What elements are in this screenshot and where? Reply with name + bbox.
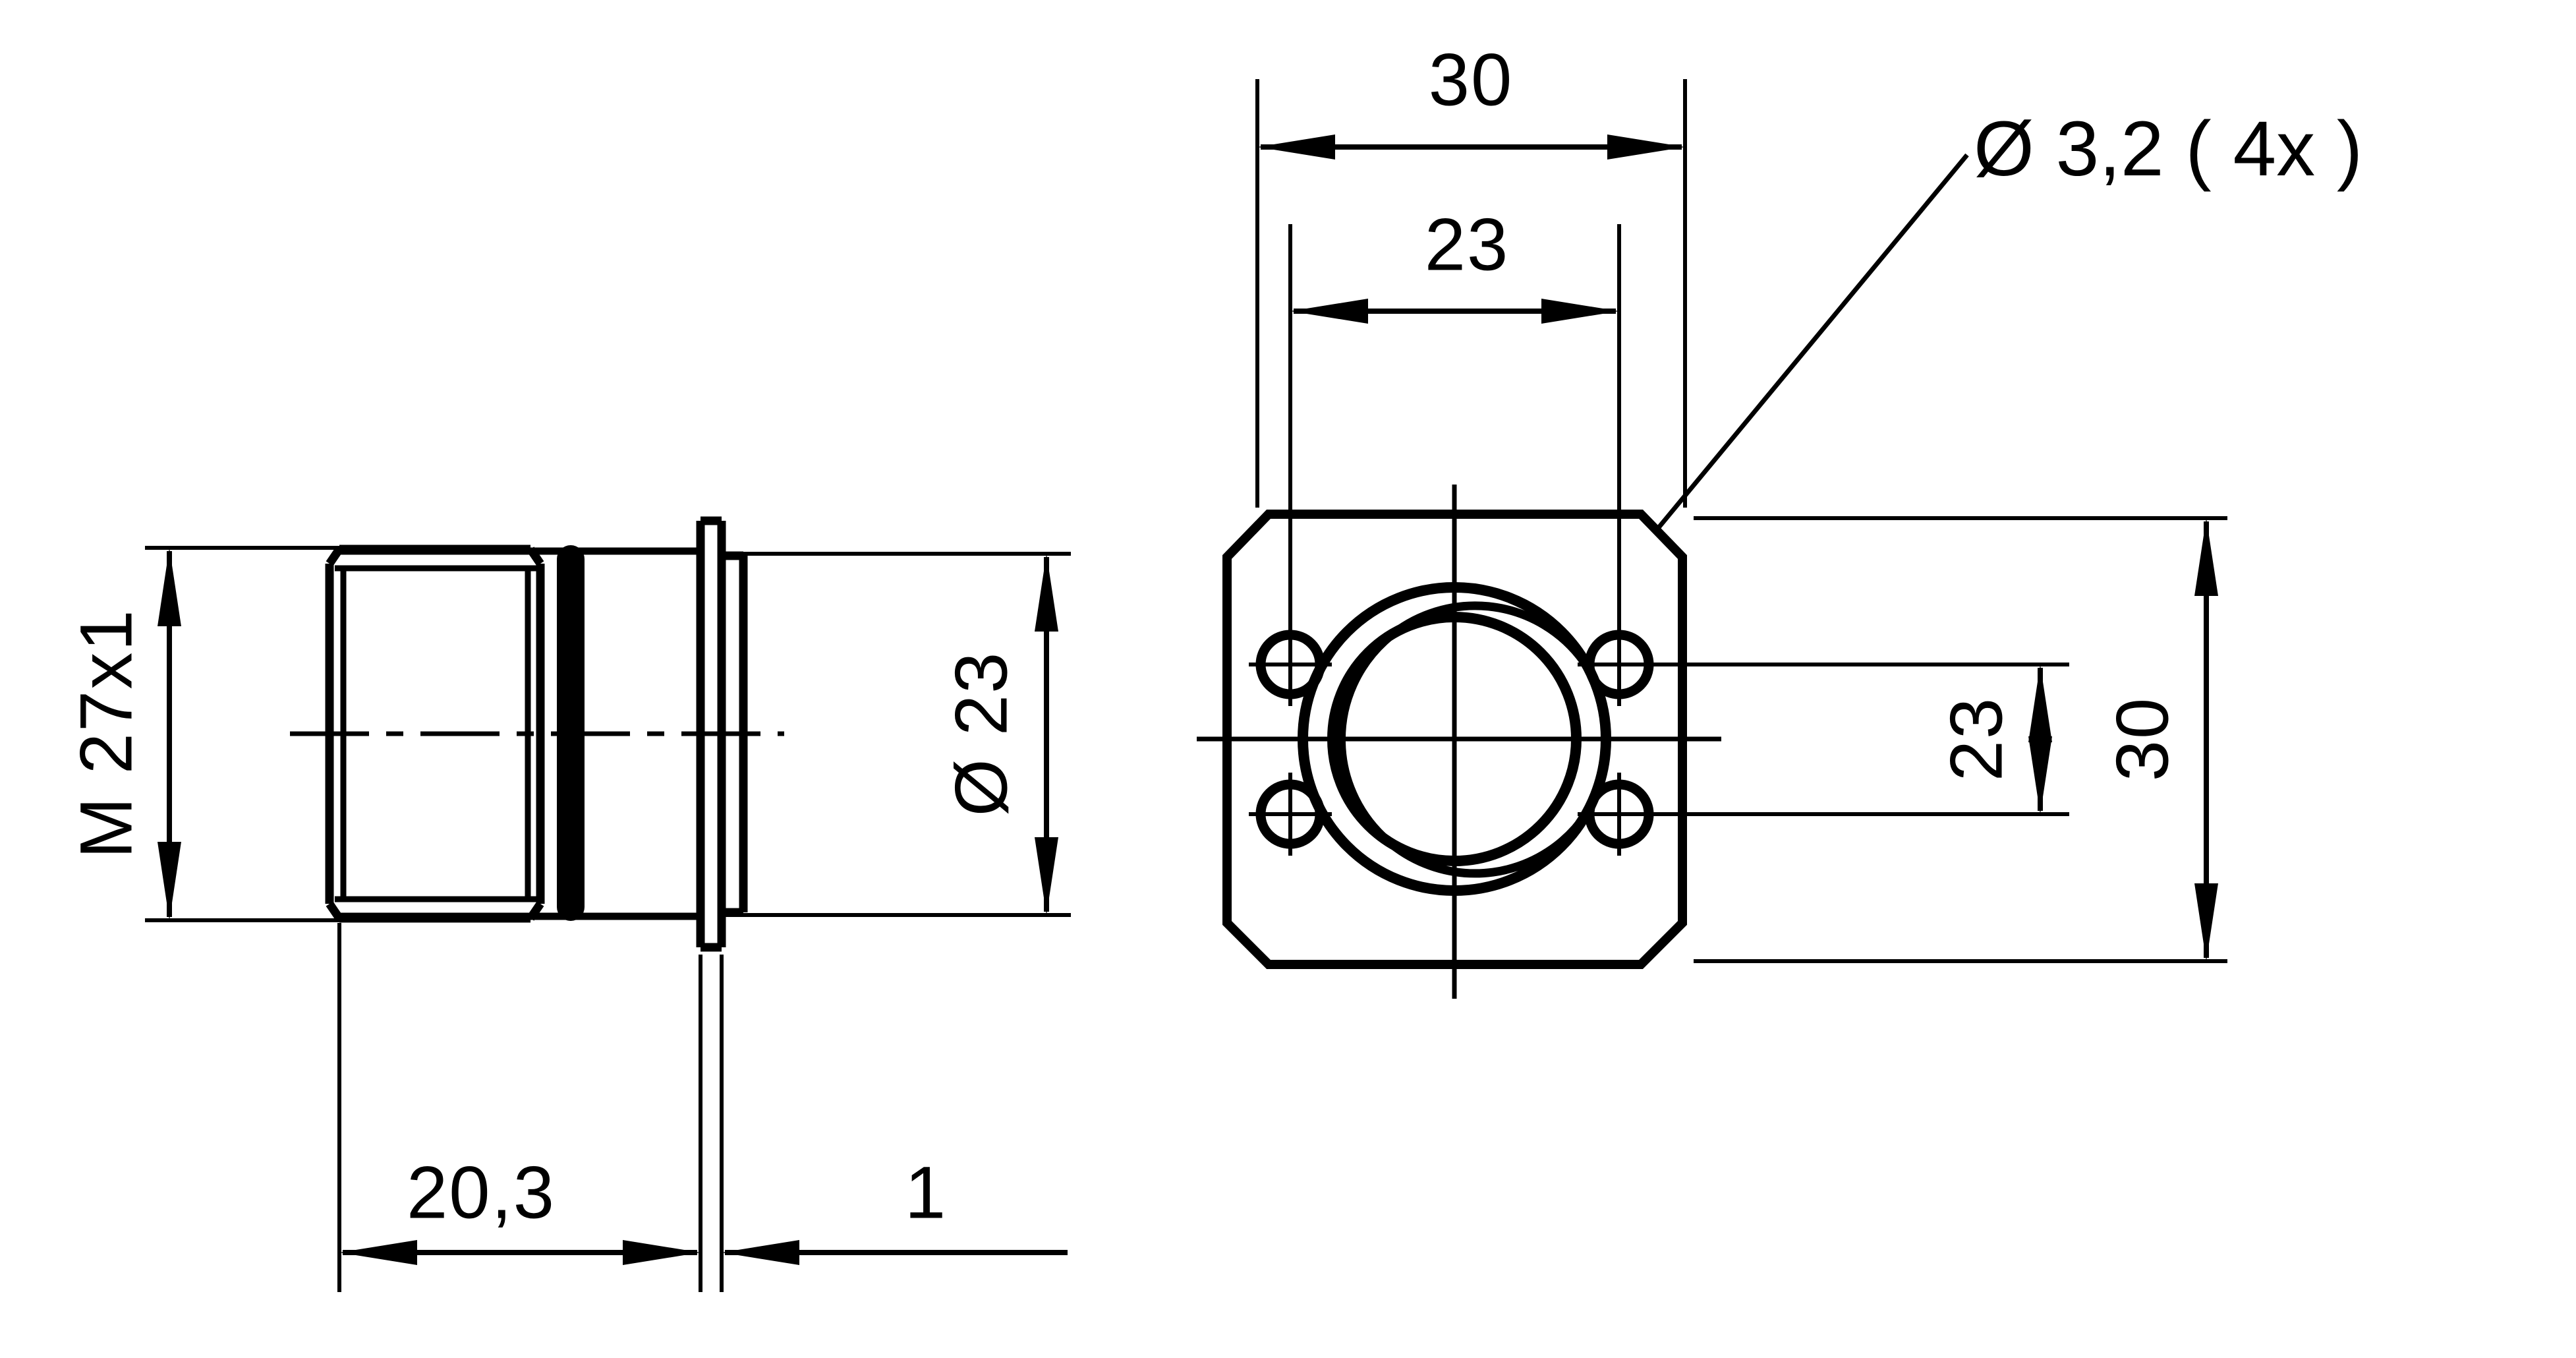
dimension-bore-diameter-label: Ø 23 [940, 651, 1023, 817]
dimension-flange-height-label: 30 [2102, 697, 2184, 782]
dimension-hole-callout-label: Ø 3,2 ( 4x ) [1974, 105, 2362, 192]
dimension-flange-thickness-label: 1 [905, 1152, 947, 1234]
dimension-thread-label: M 27x1 [65, 608, 148, 858]
front-top-extension-lines [1255, 79, 1687, 633]
hole-callout-leader-line [1654, 153, 1969, 533]
barrel-midsection [585, 547, 701, 920]
barrel-length-dimension-arrow [339, 1240, 701, 1265]
side-view-group: M 27x1 Ø 23 [65, 516, 1071, 1292]
length-dimension-extension-lines [337, 923, 724, 1292]
bore-thread-arc [1336, 601, 1590, 878]
front-view-centerlines [1197, 485, 1721, 999]
hole-pitch-vertical-dimension-arrow [2028, 664, 2052, 814]
mounting-hole-top-left [1249, 623, 1332, 706]
bore-dimension-extension-lines [725, 552, 1071, 917]
front-view-group: 30 23 23 [1197, 39, 2362, 999]
front-right-extension-lines [1628, 516, 2227, 963]
dimension-hole-pitch-horizontal-label: 23 [1425, 204, 1510, 286]
thread-dimension-extension-lines [145, 546, 356, 922]
flange-width-dimension-arrow [1257, 134, 1685, 160]
dimension-hole-pitch-vertical-label: 23 [1935, 697, 2018, 782]
dimension-flange-width-label: 30 [1429, 39, 1514, 121]
dimension-barrel-length-label: 20,3 [407, 1152, 556, 1234]
flange-height-dimension-arrow [2194, 518, 2218, 961]
flange-square-outline [1222, 510, 1687, 969]
flange-thickness-dimension-arrow [722, 1240, 1068, 1265]
mounting-hole-bottom-left [1249, 773, 1332, 856]
thread-dimension-arrow [157, 548, 181, 920]
bore-dimension-arrow [1035, 554, 1058, 915]
hole-pitch-horizontal-dimension-arrow [1290, 299, 1619, 324]
